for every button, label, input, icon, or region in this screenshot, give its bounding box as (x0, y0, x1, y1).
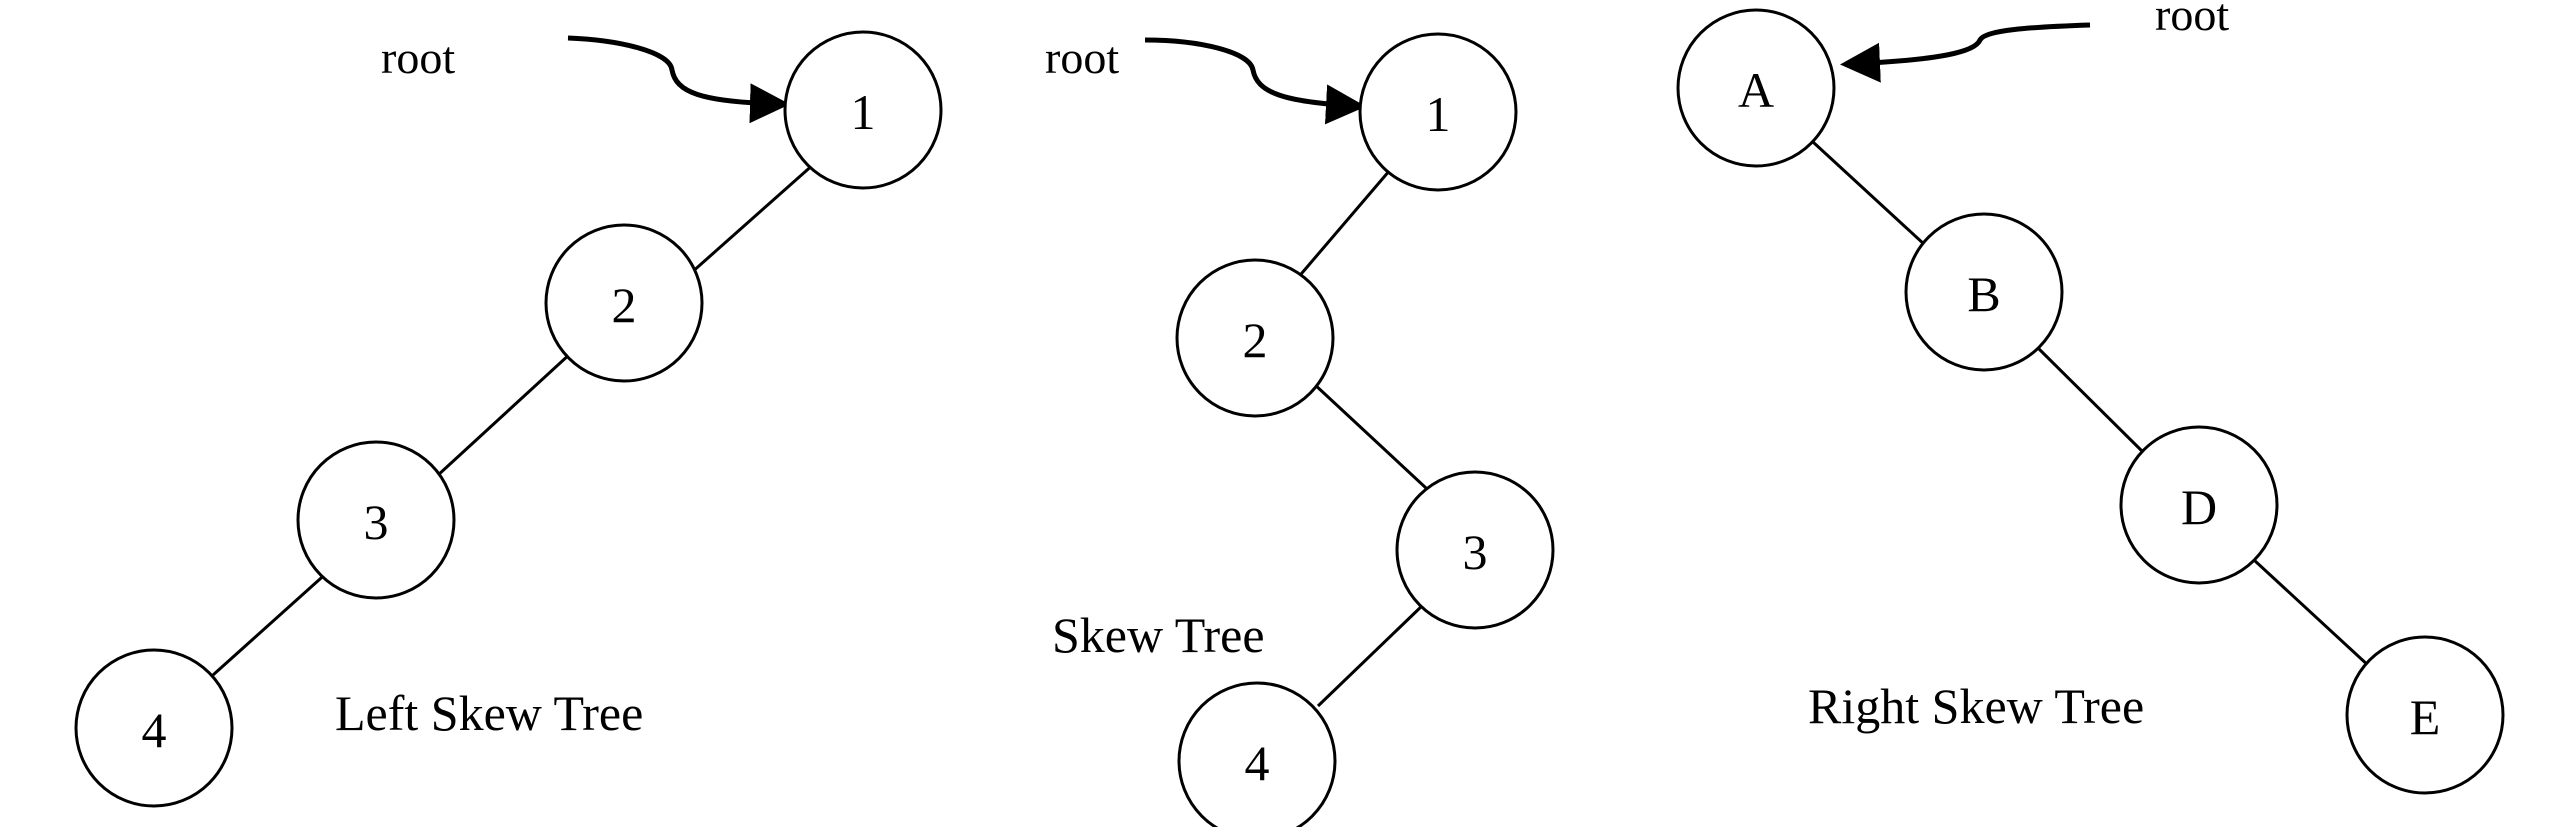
tree-node: E (2345, 635, 2505, 795)
edge-1-2 (681, 161, 816, 283)
tree-node: 3 (1395, 470, 1555, 630)
node-label: 3 (1463, 524, 1488, 580)
root-label: root (2155, 0, 2229, 40)
node-label: 2 (1243, 312, 1268, 368)
tree-node: 2 (544, 223, 704, 383)
edge-3-4 (211, 568, 332, 677)
node-label: 4 (142, 702, 167, 758)
edge-2-3 (1311, 381, 1428, 490)
edge-B-D (2036, 346, 2150, 459)
node-label: 2 (612, 277, 637, 333)
skew-tree: root 1 2 3 4 Skew Tree (1045, 32, 1555, 827)
edge-3-4 (1316, 602, 1426, 708)
tree-caption: Right Skew Tree (1808, 678, 2144, 734)
node-label: E (2410, 689, 2441, 745)
root-pointer-arrow (1144, 37, 1366, 125)
tree-node: A (1676, 8, 1836, 168)
root-label: root (381, 32, 455, 83)
tree-node: 4 (74, 648, 234, 808)
tree-node: 3 (296, 440, 456, 600)
tree-node: 1 (783, 30, 943, 190)
node-label: 1 (851, 84, 876, 140)
node-label: 1 (1426, 86, 1451, 142)
node-label: 3 (364, 494, 389, 550)
root-pointer-arrow (567, 35, 790, 124)
tree-node: B (1904, 212, 2064, 372)
root-pointer-arrow (1840, 22, 2091, 83)
right-skew-tree: root A B D E Right Skew Tree (1676, 0, 2505, 795)
tree-node: 1 (1358, 32, 1518, 192)
left-skew-tree: root 1 2 3 4 Left Skew Tree (74, 30, 943, 808)
edge-A-B (1811, 140, 1927, 247)
tree-caption: Skew Tree (1052, 607, 1265, 663)
edge-D-E (2252, 558, 2372, 669)
node-label: A (1738, 62, 1774, 118)
node-label: D (2181, 479, 2217, 535)
node-label: 4 (1245, 735, 1270, 791)
tree-node: 4 (1177, 681, 1337, 827)
edge-1-2 (1294, 169, 1392, 281)
root-label: root (1045, 32, 1119, 83)
edge-2-3 (435, 351, 573, 478)
tree-node: 2 (1175, 258, 1335, 418)
node-label: B (1967, 266, 2000, 322)
tree-node: D (2119, 425, 2279, 585)
tree-caption: Left Skew Tree (335, 685, 643, 741)
